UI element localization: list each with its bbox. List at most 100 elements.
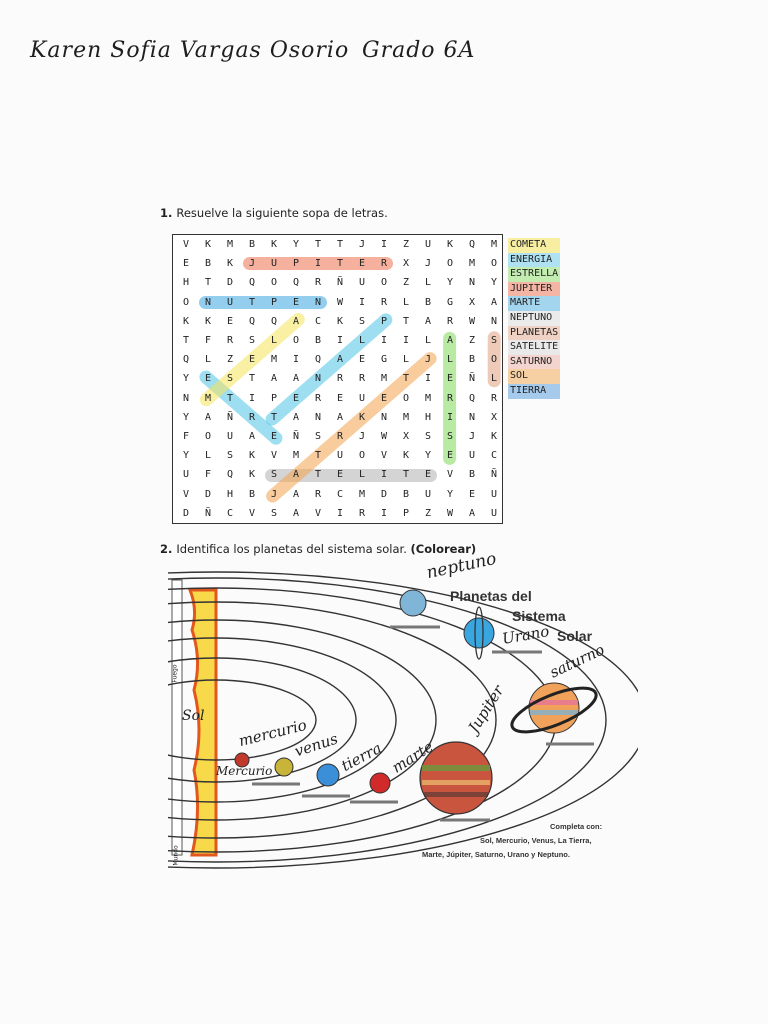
grid-letter: O — [490, 354, 498, 366]
grid-letter: E — [446, 450, 454, 462]
grid-letter: P — [270, 296, 278, 308]
grid-letter: K — [358, 411, 366, 423]
word-item: COMETA — [508, 238, 561, 253]
grid-letter: Q — [270, 315, 278, 327]
grid-letter: K — [270, 239, 278, 250]
grid-letter: L — [270, 335, 278, 346]
grid-letter: T — [314, 469, 322, 481]
grid-letter: I — [380, 239, 388, 250]
venus-icon — [274, 757, 294, 777]
grid-letter: J — [424, 258, 432, 270]
question-number: 1. — [160, 206, 173, 220]
grid-letter: E — [336, 469, 344, 481]
grid-letter: K — [248, 450, 256, 462]
grid-letter: N — [204, 296, 212, 308]
grid-letter: M — [226, 239, 234, 250]
grid-letter: I — [380, 507, 388, 519]
grid-letter: U — [490, 507, 498, 519]
grid-letter: M — [358, 488, 366, 500]
grid-letter: R — [314, 392, 322, 404]
grid-letter: Y — [292, 239, 300, 250]
grid-letter: H — [226, 488, 234, 500]
grid-letter: R — [490, 392, 498, 404]
grid-letter: V — [182, 488, 190, 500]
diagram-title-line1: Planetas del — [450, 588, 532, 604]
student-grade: Grado 6A — [362, 38, 476, 63]
grid-letter: R — [336, 431, 344, 442]
grid-letter: E — [380, 392, 388, 404]
grid-letter: J — [358, 239, 366, 250]
grid-letter: I — [314, 258, 322, 270]
grid-letter: S — [424, 431, 432, 442]
label-mercurio-blank: Mercurio — [216, 764, 273, 778]
grid-letter: P — [270, 392, 278, 404]
grid-letter: L — [424, 335, 432, 346]
grid-letter: V — [270, 450, 278, 462]
saturn-icon — [510, 682, 598, 734]
grid-letter: U — [424, 488, 432, 500]
grid-letter: Ñ — [204, 507, 212, 519]
grid-letter: I — [380, 469, 388, 481]
grid-letter: R — [358, 507, 366, 519]
grid-letter: A — [292, 507, 300, 519]
neptune-icon — [399, 589, 427, 617]
instructions-line3: Marte, Júpiter, Saturno, Urano y Neptuno… — [422, 850, 570, 859]
grid-letter: I — [424, 373, 432, 385]
grid-letter: U — [490, 488, 498, 500]
grid-letter: A — [336, 411, 344, 423]
grid-letter: F — [204, 469, 212, 481]
grid-letter: E — [270, 431, 278, 442]
uranus-icon — [463, 606, 495, 660]
grid-letter: Z — [424, 507, 432, 519]
grid-letter: Z — [226, 354, 234, 366]
word-item: TIERRA — [508, 383, 561, 399]
grid-letter: Q — [292, 277, 300, 289]
solar-system-diagram: Planetas del Sistema Solar neptuno Urano… — [0, 549, 647, 870]
grid-letter: W — [468, 315, 476, 327]
highlight-neptuno — [199, 295, 327, 309]
grid-letter: Ñ — [490, 469, 498, 481]
grid-letter: T — [314, 450, 322, 462]
grid-letter: M — [204, 392, 212, 404]
grid-letter: V — [380, 450, 388, 462]
grid-letter: A — [292, 469, 300, 481]
grid-letter: Q — [314, 354, 322, 366]
mercury-icon — [234, 752, 250, 768]
grid-letter: B — [468, 469, 476, 481]
side-label-top: Fuego — [171, 664, 179, 683]
word-item: MARTE — [508, 296, 561, 311]
grid-letter: P — [292, 258, 300, 270]
grid-letter: J — [248, 258, 256, 270]
grid-letter: N — [468, 411, 476, 423]
answer-lines — [252, 625, 594, 822]
grid-letter: L — [402, 296, 410, 308]
grid-letter: C — [226, 507, 234, 519]
grid-letter: B — [314, 335, 322, 346]
word-item: SATURNO — [508, 354, 561, 370]
grid-letter: A — [336, 354, 344, 366]
grid-letter: W — [446, 507, 454, 519]
grid-letter: M — [402, 411, 410, 423]
word-item: JUPITER — [508, 281, 561, 297]
grid-letter: O — [380, 277, 388, 289]
side-label-bottom: Mundo — [172, 845, 180, 866]
grid-letter: I — [292, 354, 300, 366]
grid-letter: C — [314, 315, 322, 327]
grid-letter: T — [204, 277, 212, 289]
grid-letter: U — [358, 392, 366, 404]
grid-letter: T — [336, 239, 344, 250]
grid-letter: A — [292, 411, 300, 423]
word-item: SATELITE — [508, 340, 561, 355]
grid-letter: K — [336, 315, 344, 327]
grid-letter: J — [358, 431, 366, 442]
grid-letter: U — [468, 450, 476, 462]
grid-letter: R — [358, 373, 366, 385]
grid-letter: A — [468, 507, 476, 519]
grid-letter: L — [446, 354, 454, 366]
student-name: Karen Sofia Vargas Osorio — [30, 38, 350, 63]
grid-letter: D — [182, 507, 190, 519]
grid-letter: Q — [248, 315, 256, 327]
grid-letter: T — [402, 315, 410, 327]
word-item: ESTRELLA — [508, 267, 561, 282]
